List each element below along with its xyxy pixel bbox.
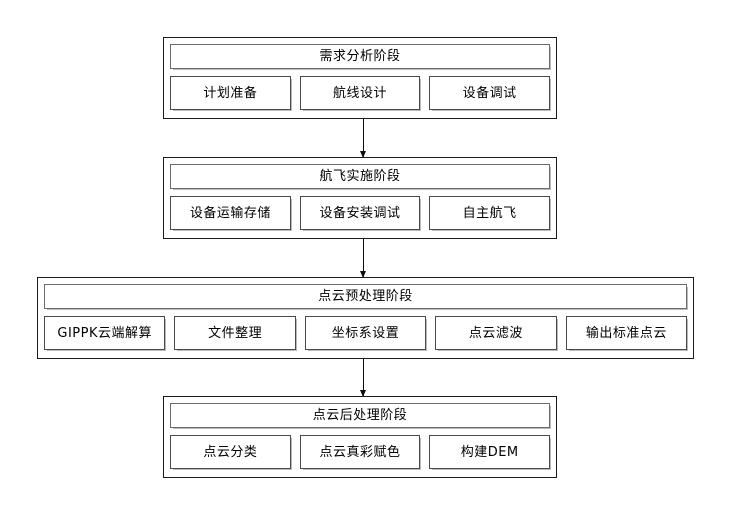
step-box[interactable]: 航线设计	[299, 76, 421, 110]
step-box[interactable]: 设备安装调试	[299, 196, 421, 230]
step-box[interactable]: 点云真彩赋色	[299, 435, 421, 469]
stage-block-2: 航飞实施阶段 设备运输存储 设备安装调试 自主航飞	[163, 157, 557, 239]
stage-block-1: 需求分析阶段 计划准备 航线设计 设备调试	[163, 37, 557, 119]
stage-steps-3: GIPPK云端解算 文件整理 坐标系设置 点云滤波 输出标准点云	[44, 316, 688, 350]
step-box[interactable]: 点云滤波	[435, 316, 557, 350]
step-box[interactable]: 计划准备	[170, 76, 291, 110]
connector-arrow-2	[360, 239, 366, 278]
step-box[interactable]: 自主航飞	[429, 196, 551, 230]
stage-title-4: 点云后处理阶段	[170, 403, 550, 428]
stage-block-3: 点云预处理阶段 GIPPK云端解算 文件整理 坐标系设置 点云滤波 输出标准点云	[37, 277, 694, 359]
connector-arrow-1	[360, 119, 366, 158]
stage-title-3: 点云预处理阶段	[44, 284, 687, 309]
stage-steps-1: 计划准备 航线设计 设备调试	[170, 76, 551, 110]
arrow-down-icon	[360, 151, 366, 158]
step-box[interactable]: 坐标系设置	[304, 316, 427, 350]
step-box[interactable]: 输出标准点云	[565, 316, 688, 350]
stage-steps-4: 点云分类 点云真彩赋色 构建DEM	[170, 435, 551, 469]
stage-steps-2: 设备运输存储 设备安装调试 自主航飞	[170, 196, 551, 230]
stage-title-1: 需求分析阶段	[170, 44, 550, 69]
step-box[interactable]: 点云分类	[170, 435, 291, 469]
step-box[interactable]: 文件整理	[174, 316, 296, 350]
step-box[interactable]: 构建DEM	[429, 435, 551, 469]
connector-arrow-3	[360, 359, 366, 397]
step-box[interactable]: 设备调试	[429, 76, 551, 110]
stage-block-4: 点云后处理阶段 点云分类 点云真彩赋色 构建DEM	[163, 396, 557, 478]
stage-title-2: 航飞实施阶段	[170, 164, 550, 189]
arrow-down-icon	[360, 271, 366, 278]
step-box[interactable]: GIPPK云端解算	[44, 316, 166, 350]
arrow-down-icon	[360, 390, 366, 397]
step-box[interactable]: 设备运输存储	[170, 196, 291, 230]
